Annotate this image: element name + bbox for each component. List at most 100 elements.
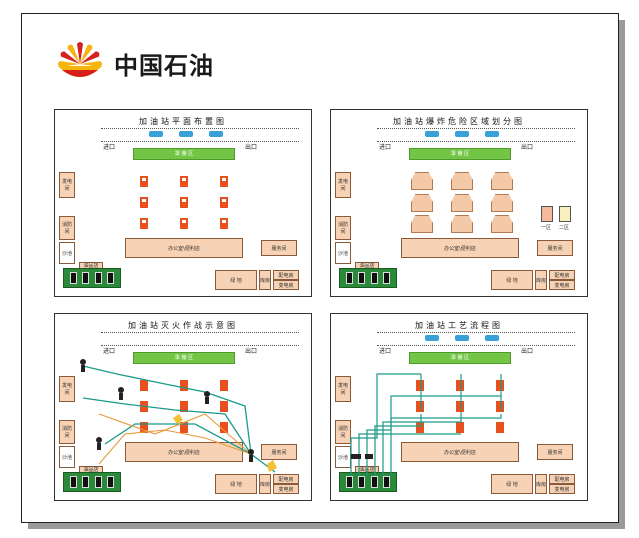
fuel-pump-icon [220, 380, 228, 391]
fuel-pump-icon [220, 218, 228, 229]
service-room: 服务间 [537, 240, 573, 256]
tank [370, 272, 378, 284]
tank [345, 272, 353, 284]
hazard-zone [491, 172, 513, 190]
warehouse: 库房 [535, 270, 547, 290]
panel-title: 加油站工艺流程图 [415, 321, 503, 330]
fuel-pump-icon [140, 218, 148, 229]
panel-title: 加油站爆炸危险区域划分图 [393, 117, 525, 126]
panel-title: 加油站灭火作战示意图 [128, 321, 238, 330]
panel-layout-plan: 加油站平面布置图 进口 出口 罩 棚 区 发电间 消防间 沙池 油品店 办公室\… [54, 109, 312, 297]
underground-tanks [63, 268, 121, 288]
fire-room: 消防间 [59, 420, 75, 444]
tank [383, 272, 391, 284]
tank [358, 272, 366, 284]
generator-room: 发电间 [335, 172, 351, 198]
fuel-pump-icon [220, 176, 228, 187]
warehouse: 库房 [259, 270, 271, 290]
power-room: 配电房 [273, 474, 299, 484]
power-room: 配电房 [273, 270, 299, 280]
tank [107, 476, 115, 488]
fuel-pump-icon [456, 401, 464, 412]
office-store: 办公室\便利店 [125, 238, 243, 258]
fuel-pump-icon [456, 422, 464, 433]
office-store: 办公室\便利店 [125, 442, 243, 462]
legend-zone1-label: 一区 [541, 225, 552, 231]
frame-shadow-bottom [28, 523, 625, 529]
entrance-label: 进口 [379, 348, 392, 355]
tank [370, 476, 378, 488]
hazard-zone [451, 215, 473, 233]
power-room: 配电房 [549, 474, 575, 484]
fire-room: 消防间 [335, 420, 351, 444]
exit-label: 出口 [521, 348, 534, 355]
canopy: 罩 棚 区 [409, 148, 511, 160]
entrance-label: 进口 [103, 348, 116, 355]
service-room: 服务间 [261, 444, 297, 460]
panel-hazard-zones: 加油站爆炸危险区域划分图 进口 出口 罩 棚 区 一区 二区 发电间 消防间 沙… [330, 109, 588, 297]
entrance-label: 进口 [103, 144, 116, 151]
generator-room: 发电间 [335, 376, 351, 402]
underground-tanks [339, 268, 397, 288]
canopy: 罩 棚 区 [133, 148, 235, 160]
frame-shadow-right [619, 20, 625, 529]
road [101, 332, 299, 346]
sand-pit: 沙池 [59, 242, 75, 264]
tank [383, 476, 391, 488]
warehouse: 库房 [259, 474, 271, 494]
hazard-zone [491, 194, 513, 212]
panel-firefighting: 加油站灭火作战示意图 进口 出口 罩 棚 区 发电间 消防间 沙池 油品店 办公… [54, 313, 312, 501]
fire-room: 消防间 [335, 216, 351, 240]
panel-title: 加油站平面布置图 [139, 117, 227, 126]
greenbelt: 绿 地 [215, 474, 257, 494]
fuel-pump-icon [496, 422, 504, 433]
fuel-pump-icon [140, 176, 148, 187]
warehouse: 库房 [535, 474, 547, 494]
hazard-zone [451, 194, 473, 212]
greenbelt: 绿 地 [491, 270, 533, 290]
office-store: 办公室\便利店 [401, 442, 519, 462]
fuel-pump-icon [180, 422, 188, 433]
generator-room: 发电间 [59, 376, 75, 402]
canopy: 罩 棚 区 [133, 352, 235, 364]
fuel-pump-icon [140, 401, 148, 412]
panel-process-flow: 加油站工艺流程图 进口 出口 罩 棚 区 发电间 消防间 沙池 油品店 办公室\… [330, 313, 588, 501]
fuel-pump-icon [220, 401, 228, 412]
fuel-pump-icon [180, 380, 188, 391]
brand-header: 中国石油 [56, 38, 214, 88]
tank [69, 476, 77, 488]
sand-pit: 沙池 [335, 242, 351, 264]
underground-tanks [339, 472, 397, 492]
fuel-pump-icon [220, 422, 228, 433]
service-room: 服务间 [537, 444, 573, 460]
hazard-zone [411, 215, 433, 233]
legend-zone2-label: 二区 [559, 225, 570, 231]
substation-room: 变电房 [549, 484, 575, 494]
legend-zone1-swatch [541, 206, 553, 222]
fire-room: 消防间 [59, 216, 75, 240]
tank [94, 476, 102, 488]
cnpc-logo-icon [58, 42, 102, 77]
underground-tanks [63, 472, 121, 492]
exit-label: 出口 [521, 144, 534, 151]
tank [69, 272, 77, 284]
sand-pit: 沙池 [59, 446, 75, 468]
legend-zone2-swatch [559, 206, 571, 222]
fuel-pump-icon [416, 380, 424, 391]
road [101, 128, 299, 142]
fuel-pump-icon [180, 176, 188, 187]
tank [82, 476, 90, 488]
fuel-pump-icon [180, 218, 188, 229]
hazard-zone [411, 194, 433, 212]
tank [345, 476, 353, 488]
fuel-pump-icon [456, 380, 464, 391]
office-store: 办公室\便利店 [401, 238, 519, 258]
fuel-pump-icon [140, 380, 148, 391]
tank [358, 476, 366, 488]
exit-label: 出口 [245, 348, 258, 355]
fuel-pump-icon [180, 197, 188, 208]
fuel-pump-icon [496, 380, 504, 391]
brand-name: 中国石油 [114, 51, 214, 80]
sand-pit: 沙池 [335, 446, 351, 468]
hazard-zone [411, 172, 433, 190]
